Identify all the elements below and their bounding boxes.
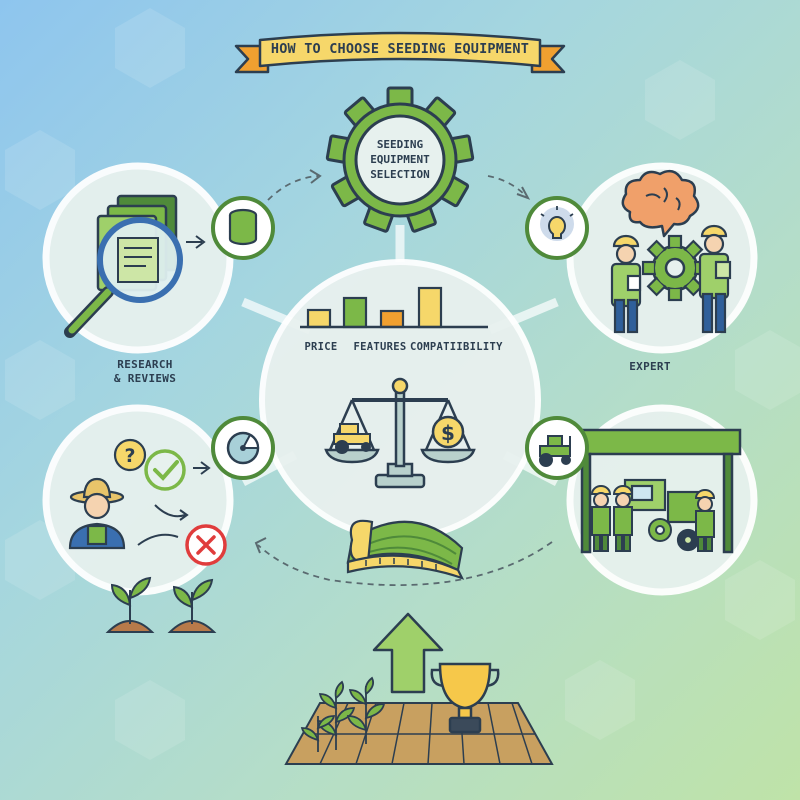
expert-worker-icon [610, 234, 642, 334]
bar-compatibility [417, 286, 443, 329]
research-node [42, 162, 234, 354]
gear-icon [648, 518, 672, 542]
hub-label: SEEDING EQUIPMENT SELECTION [370, 138, 430, 181]
criteria-label-compatibility: COMPATIIBILITY [410, 341, 503, 353]
node-label-research: RESEARCH & REVIEWS [113, 358, 177, 385]
measuring-tape-icon [346, 519, 465, 580]
expert-worker-icon [698, 224, 732, 334]
title-banner [234, 31, 566, 74]
field-icon [284, 702, 554, 765]
bar-price [306, 308, 332, 329]
brain-icon [621, 169, 700, 238]
trophy-icon [430, 662, 500, 734]
question-icon: ? [113, 438, 147, 472]
dealer-worker-icon [590, 485, 716, 552]
criteria-bar-chart [300, 286, 488, 329]
bar-features-2 [379, 309, 405, 329]
sprout-icon [300, 676, 386, 752]
database-icon [211, 196, 275, 260]
sprout-icon [105, 576, 217, 633]
decision-node: ? [42, 404, 234, 633]
bar-features-1 [342, 296, 368, 329]
node-label-expert: EXPERT [629, 360, 671, 373]
svg-text:$: $ [441, 421, 455, 445]
page-title: HOW TO CHOOSE SEEDING EQUIPMENT [270, 41, 530, 57]
lightbulb-icon [525, 196, 589, 260]
tractor-icon [333, 423, 371, 454]
dollar-icon: $ [431, 415, 465, 449]
criteria-label-price: PRICE [304, 341, 338, 353]
tractor-icon [525, 416, 589, 480]
hub-gear-icon [325, 86, 475, 233]
magnifier-icon [64, 217, 183, 338]
check-icon [144, 449, 186, 491]
farmer-icon [68, 477, 126, 550]
arrowheads [254, 169, 531, 554]
dealer-node [566, 404, 758, 596]
dashed-flow-arrows [257, 175, 553, 587]
background-hexagons [5, 8, 800, 760]
cross-icon [185, 524, 227, 566]
svg-text:?: ? [124, 445, 135, 467]
arrow-up-icon [372, 612, 444, 694]
chart-badge-icon [211, 416, 275, 480]
expert-node [566, 162, 758, 354]
criteria-label-features: FEATURES [353, 341, 407, 353]
gear-icon [641, 234, 709, 302]
